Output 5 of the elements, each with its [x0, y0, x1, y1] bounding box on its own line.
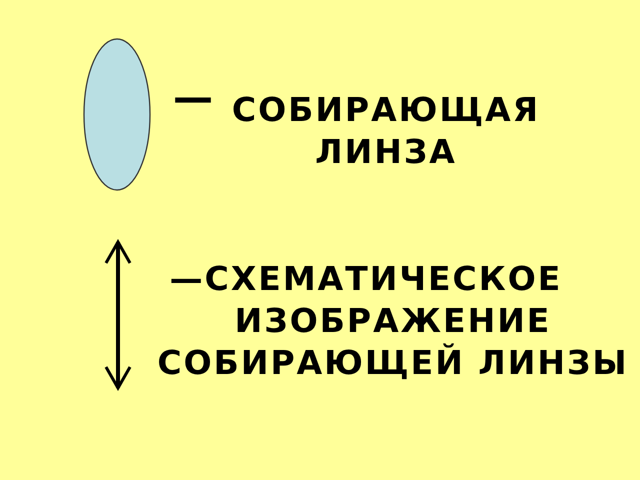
- lens-caption: СОБИРАЮЩАЯ ЛИНЗА: [230, 89, 542, 173]
- lens-ellipse: [83, 38, 151, 191]
- double-arrow: [104, 239, 132, 391]
- symbol-caption: —СХЕМАТИЧЕСКОЕ ИЗОБРАЖЕНИЕ СОБИРАЮЩЕЙ ЛИНЗЫ: [156, 258, 630, 384]
- dash: —: [173, 78, 213, 118]
